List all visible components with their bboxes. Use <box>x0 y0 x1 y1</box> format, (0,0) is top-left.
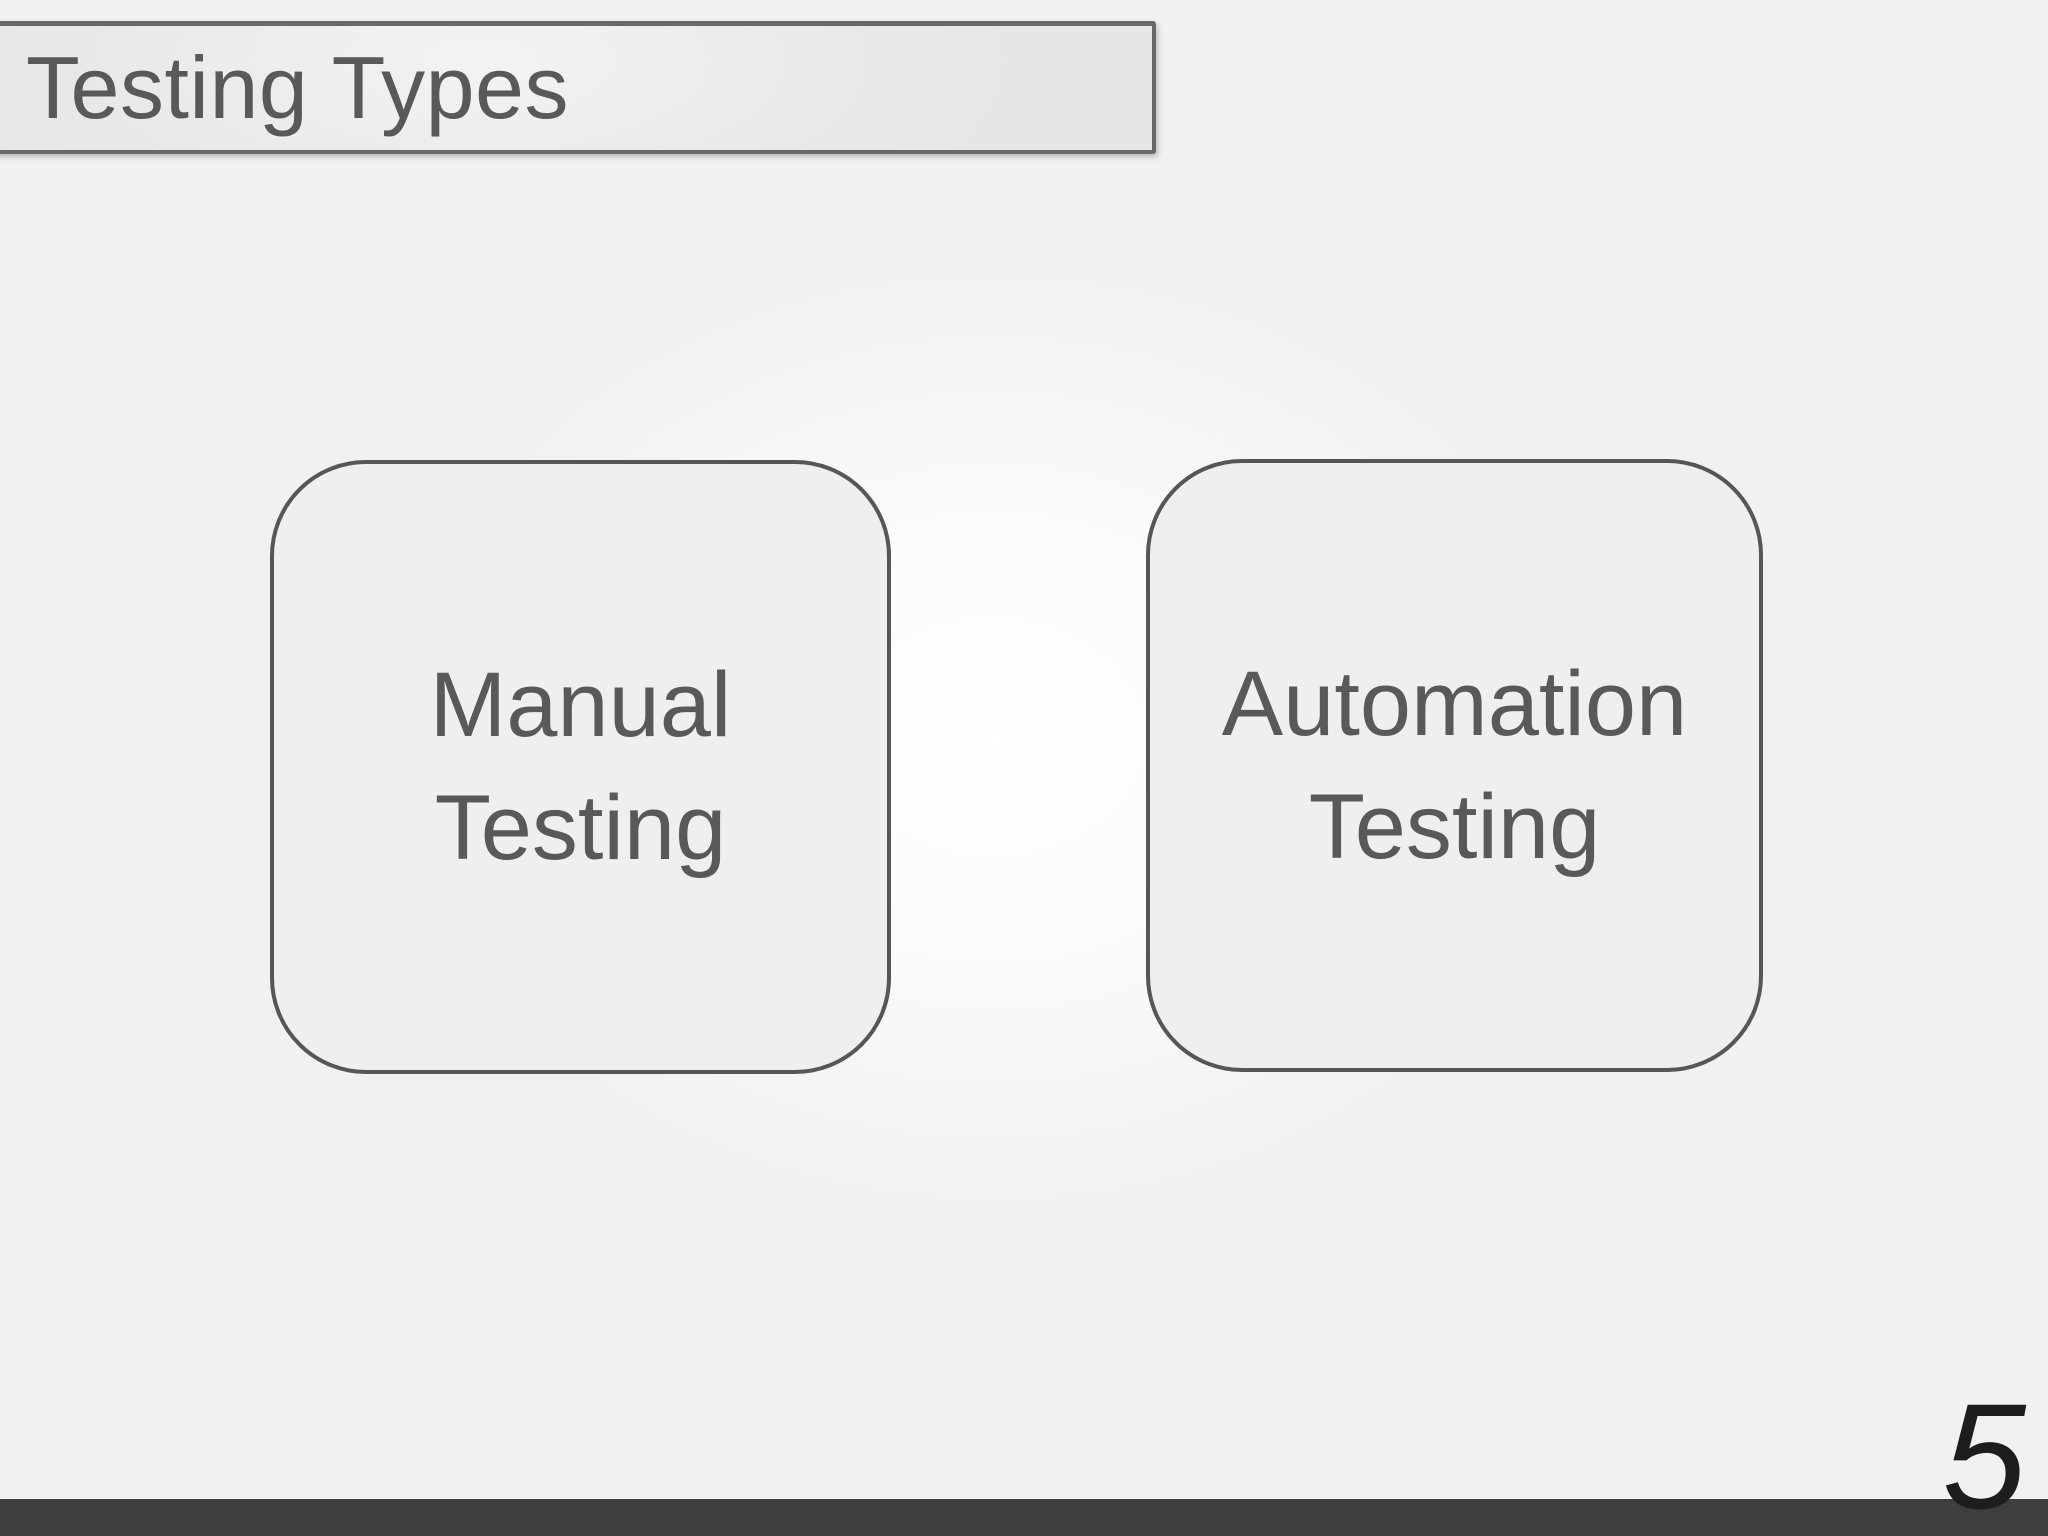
label-line: Testing <box>1308 775 1601 878</box>
label-line: Testing <box>434 777 727 879</box>
slide-title-box: Testing Types <box>0 21 1156 154</box>
footer-bar <box>0 1499 2048 1536</box>
slide-page-number: 5 <box>1942 1372 2026 1536</box>
automation-testing-label: Automation Testing <box>1222 643 1687 889</box>
slide-title: Testing Types <box>26 38 569 137</box>
manual-testing-box: Manual Testing <box>270 460 891 1074</box>
manual-testing-label: Manual Testing <box>430 644 732 890</box>
label-line: Automation <box>1221 652 1688 755</box>
label-line: Manual <box>429 654 732 756</box>
automation-testing-box: Automation Testing <box>1146 459 1763 1072</box>
